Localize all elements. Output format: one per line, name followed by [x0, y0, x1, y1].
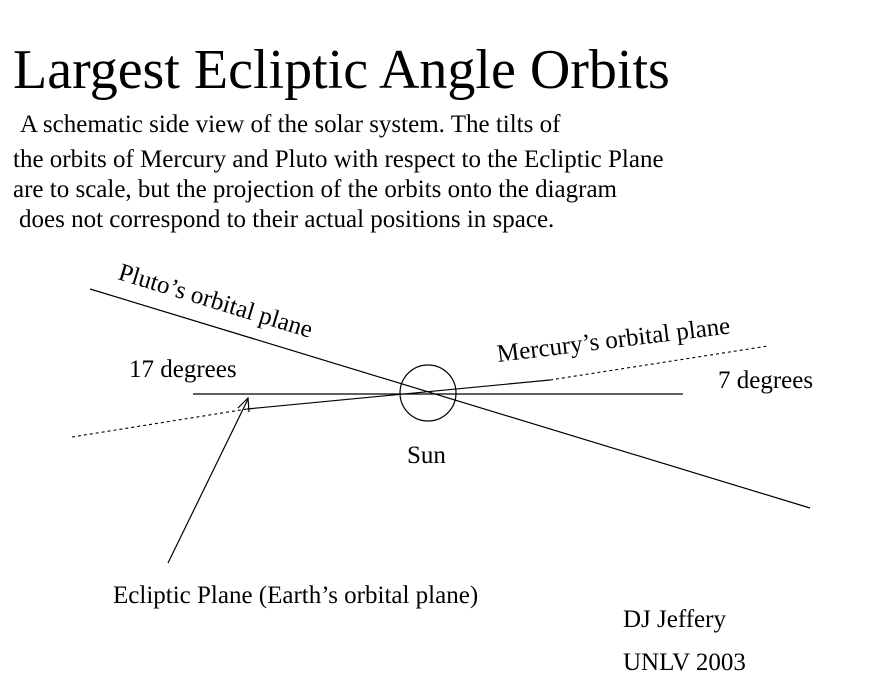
mercury-orbital-plane-label: Mercury’s orbital plane: [495, 313, 731, 368]
ecliptic-arrow-shaft: [167, 398, 249, 564]
credit-affiliation: UNLV 2003: [623, 649, 746, 676]
sun-label: Sun: [407, 442, 446, 469]
credit-author: DJ Jeffery: [623, 606, 726, 633]
pluto-orbital-plane-line: [89, 288, 811, 509]
ecliptic-arrow-head: [237, 396, 250, 413]
mercury-orbital-plane-dashed-left: [71, 408, 248, 438]
mercury-orbital-plane-dashed-right: [549, 345, 769, 381]
description-line-4: does not correspond to their actual posi…: [19, 206, 555, 233]
mercury-angle-label: 7 degrees: [718, 367, 814, 394]
pluto-angle-label: 17 degrees: [129, 356, 237, 383]
pluto-orbital-plane-label: Pluto’s orbital plane: [115, 259, 315, 344]
mercury-orbital-plane-solid: [246, 379, 551, 410]
sun-circle: [399, 364, 457, 422]
description-line-3: are to scale, but the projection of the …: [13, 176, 617, 203]
description-line-2: the orbits of Mercury and Pluto with res…: [13, 146, 664, 173]
description-line-1: A schematic side view of the solar syste…: [20, 111, 561, 138]
page-title: Largest Ecliptic Angle Orbits: [13, 39, 670, 101]
ecliptic-plane-label: Ecliptic Plane (Earth’s orbital plane): [113, 582, 479, 609]
